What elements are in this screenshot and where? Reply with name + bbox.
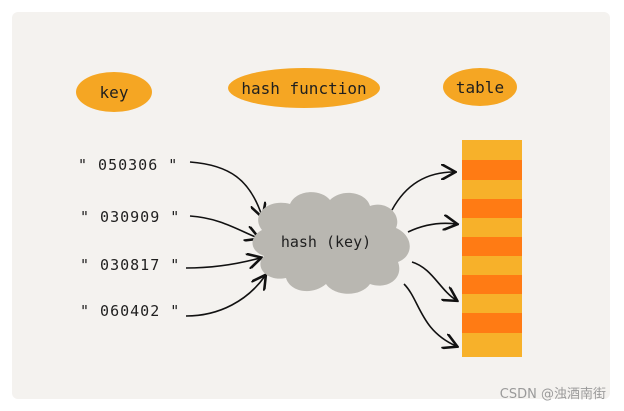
table-slot [462,140,522,160]
key-item: " 030817 " [80,256,180,274]
header-key-label: key [100,83,129,102]
table-slot [462,313,522,333]
key-item: " 030909 " [80,208,180,226]
header-table: table [443,68,517,106]
table-slot [462,199,522,218]
key-item: " 060402 " [80,302,180,320]
key-item: " 050306 " [78,156,178,174]
header-hash-function-label: hash function [241,79,366,98]
arrow [411,261,456,300]
table-slot [462,275,522,294]
table-slot [462,294,522,313]
table-slot [462,256,522,275]
arrow [185,276,265,317]
header-hash-function: hash function [228,68,380,108]
header-key: key [76,72,152,112]
hash-function-label: hash (key) [281,233,371,251]
watermark: CSDN @浊酒南街 [499,387,606,402]
table-slot [462,180,522,199]
table-slot [462,333,522,357]
hash-table [462,140,522,357]
arrow [189,215,258,238]
arrow [189,161,262,216]
arrow [185,258,260,268]
arrow [407,223,456,233]
table-slot [462,218,522,237]
table-slot [462,237,522,256]
header-table-label: table [456,78,504,97]
hash-function-cloud: hash (key) [252,192,410,294]
arrow [391,172,454,211]
table-slot [462,160,522,180]
arrow [403,283,456,346]
